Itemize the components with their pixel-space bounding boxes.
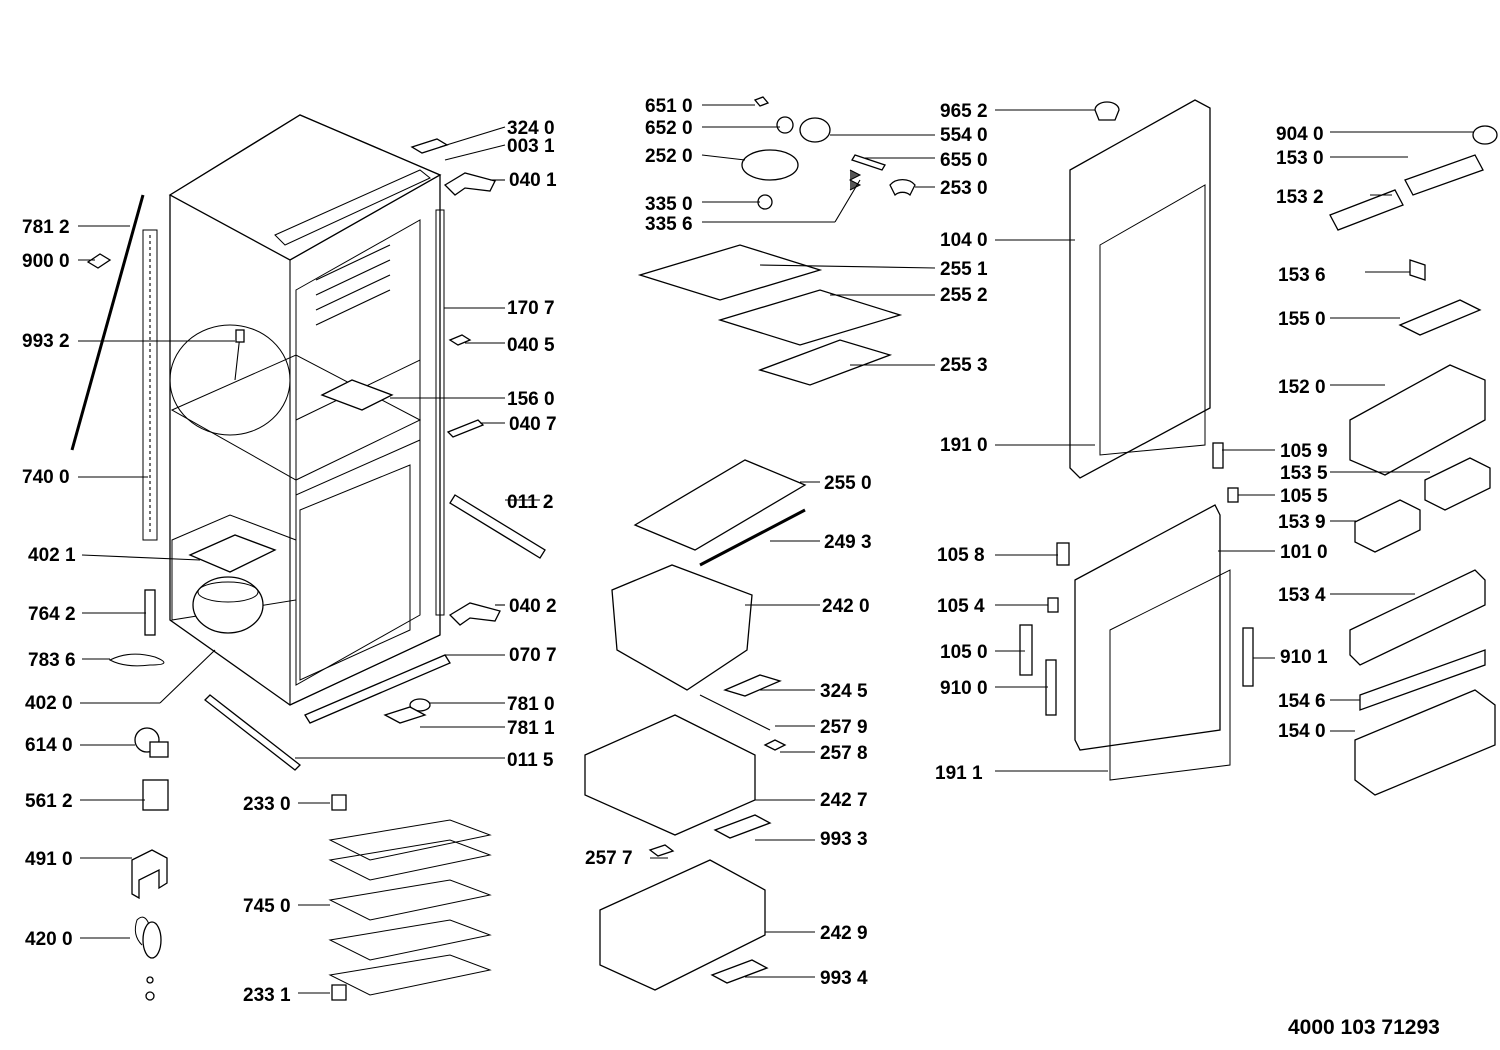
door-accessories-drawing (1019, 125, 1498, 796)
part-label: 255 3 (940, 355, 988, 376)
part-label: 324 5 (820, 681, 868, 702)
part-label: 101 0 (1280, 542, 1328, 563)
part-label: 154 0 (1278, 721, 1326, 742)
part-label: 745 0 (243, 896, 291, 917)
center-parts-drawing (584, 96, 916, 991)
part-label: 335 6 (645, 214, 693, 235)
part-label: 105 8 (937, 545, 985, 566)
part-label: 965 2 (940, 101, 988, 122)
part-label: 011 5 (507, 750, 554, 771)
part-label: 104 0 (940, 230, 988, 251)
part-label: 105 9 (1280, 441, 1328, 462)
leader-line (834, 179, 861, 223)
leader-line (444, 144, 506, 161)
part-label: 070 7 (509, 645, 557, 666)
leader-line (81, 554, 201, 561)
part-label: 153 2 (1276, 187, 1324, 208)
part-label: 191 1 (935, 763, 983, 784)
part-label: 255 1 (940, 259, 988, 280)
part-label: 324 0 (507, 118, 555, 139)
part-label: 156 0 (507, 389, 555, 410)
part-label: 242 7 (820, 790, 868, 811)
leader-line (759, 264, 936, 269)
part-label: 561 2 (25, 791, 73, 812)
part-label: 402 0 (25, 693, 73, 714)
part-label: 652 0 (645, 118, 693, 139)
part-label: 252 0 (645, 146, 693, 167)
part-label: 257 8 (820, 743, 868, 764)
part-labels: 781 2 900 0 993 2 740 0 402 1 764 2 783 … (22, 96, 1440, 1039)
part-label: 335 0 (645, 194, 693, 215)
part-label: 764 2 (28, 604, 76, 625)
part-label: 993 4 (820, 968, 868, 989)
part-label: 255 0 (824, 473, 872, 494)
part-label: 154 6 (1278, 691, 1326, 712)
part-label: 191 0 (940, 435, 988, 456)
part-label: 740 0 (22, 467, 70, 488)
part-label: 993 3 (820, 829, 868, 850)
part-label: 253 0 (940, 178, 988, 199)
part-label: 904 0 (1276, 124, 1324, 145)
wire-shelves-drawing (328, 794, 492, 1001)
doors-drawing (1069, 99, 1231, 781)
part-label: 105 5 (1280, 486, 1328, 507)
part-label: 402 1 (28, 545, 76, 566)
leader-line (701, 154, 746, 161)
part-label: 155 0 (1278, 309, 1326, 330)
part-label: 040 2 (509, 596, 557, 617)
part-label: 153 6 (1278, 265, 1326, 286)
cabinet-right-parts-drawing (204, 138, 546, 771)
part-label: 003 1 (507, 136, 555, 157)
part-label: 242 9 (820, 923, 868, 944)
part-label: 554 0 (940, 125, 988, 146)
document-number: 4000 103 71293 (1288, 1016, 1440, 1039)
part-label: 651 0 (645, 96, 693, 117)
part-label: 249 3 (824, 532, 872, 553)
part-label: 257 9 (820, 717, 868, 738)
left-parts-drawing (70, 194, 291, 1001)
part-label: 040 1 (509, 170, 557, 191)
part-label: 783 6 (28, 650, 76, 671)
part-label: 105 4 (937, 596, 985, 617)
part-label: 170 7 (507, 298, 555, 319)
part-label: 153 4 (1278, 585, 1326, 606)
leader-line (439, 126, 506, 148)
part-label: 233 0 (243, 794, 291, 815)
leader-line (159, 649, 216, 704)
part-label: 153 5 (1280, 463, 1328, 484)
part-label: 011 2 (507, 492, 554, 513)
part-label: 781 1 (507, 718, 555, 739)
part-label: 491 0 (25, 849, 73, 870)
part-label: 900 0 (22, 251, 70, 272)
part-label: 255 2 (940, 285, 988, 306)
part-label: 993 2 (22, 331, 70, 352)
part-label: 781 2 (22, 217, 70, 238)
part-label: 233 1 (243, 985, 291, 1006)
part-label: 420 0 (25, 929, 73, 950)
part-label: 153 0 (1276, 148, 1324, 169)
part-label: 040 7 (509, 414, 557, 435)
part-label: 040 5 (507, 335, 555, 356)
part-label: 105 0 (940, 642, 988, 663)
part-label: 152 0 (1278, 377, 1326, 398)
part-label: 910 1 (1280, 647, 1328, 668)
part-label: 242 0 (822, 596, 870, 617)
part-label: 910 0 (940, 678, 988, 699)
part-label: 257 7 (585, 848, 633, 869)
part-label: 655 0 (940, 150, 988, 171)
part-label: 781 0 (507, 694, 555, 715)
leader-lines (78, 104, 1473, 994)
part-label: 614 0 (25, 735, 73, 756)
part-label: 153 9 (1278, 512, 1326, 533)
